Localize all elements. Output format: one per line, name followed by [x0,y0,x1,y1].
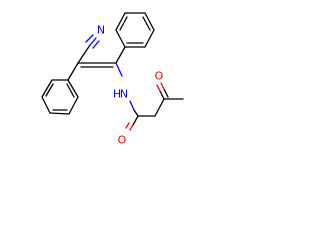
double-bond [129,124,134,131]
nitrile-nitrogen-label: N [97,24,105,37]
amide-oxygen-label: O [118,134,127,147]
amide-group: N H O [113,62,139,147]
double-bond [125,122,130,129]
bond [115,29,126,48]
right-phenyl-ring [115,12,155,64]
bond [67,79,79,98]
aromatic-bond [66,83,75,98]
triple-bond [92,40,100,49]
triple-bond [85,34,94,43]
ketone-oxygen-label: O [155,70,164,83]
bond [41,79,53,98]
bond [67,62,79,81]
aromatic-bond [45,83,54,97]
amide-nitrogen-label: N [120,88,128,101]
bond [129,100,135,111]
bond [159,90,165,100]
aromatic-bond [142,16,151,31]
bond [132,115,139,126]
bond [115,12,126,31]
nitrile-group: N [77,24,105,64]
aromatic-bond [119,16,128,31]
double-bond [160,82,165,90]
bond [77,44,91,64]
bond [163,88,169,98]
double-bond [156,84,161,92]
alkene-double-bond [77,62,117,68]
bond [154,98,165,117]
bond [41,96,51,114]
bond [144,29,155,48]
left-phenyl-ring [41,79,79,115]
bond [133,109,139,117]
chemical-structure: N N H O O [41,12,184,147]
bond [115,46,126,64]
bond [115,62,123,77]
triple-bond [89,37,97,46]
label-background [114,84,136,104]
bond [49,112,70,115]
amide-hydrogen-label: H [113,88,121,101]
ketone-chain: O [137,70,184,117]
bond [144,12,155,31]
bond [68,96,79,115]
